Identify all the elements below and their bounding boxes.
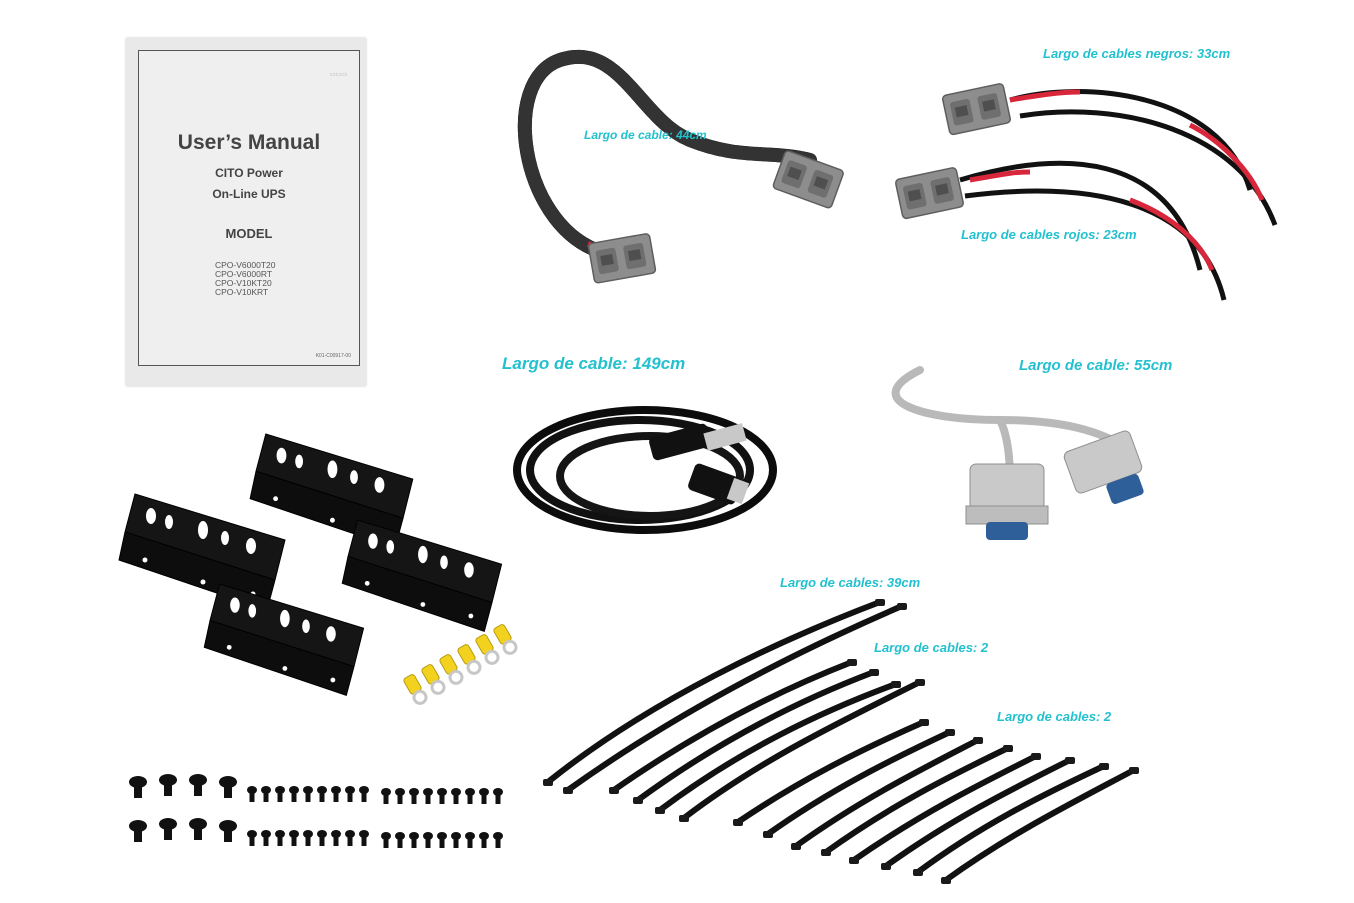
rack-bracket (203, 583, 365, 696)
manual-model: CPO-V10KRT (215, 287, 269, 297)
manual-model: CPO-V6000RT (215, 269, 273, 279)
manual-model: CPO-V10KT20 (215, 278, 272, 288)
label-cables-39: Largo de cables: 39cm (780, 575, 921, 590)
users-manual: ▭▭▭ User’s Manual CITO Power On-Line UPS… (126, 38, 366, 386)
manual-model-heading: MODEL (225, 226, 273, 241)
rack-bracket (118, 493, 286, 611)
label-cables-2a: Largo de cables: 2 (874, 640, 989, 655)
jumper-cables (545, 599, 1137, 883)
label-black-cables: Largo de cables negros: 33cm (1043, 46, 1231, 61)
anderson-connector (894, 166, 965, 220)
manual-cover: ▭▭▭ User’s Manual CITO Power On-Line UPS… (138, 50, 360, 366)
label-red-cables: Largo de cables rojos: 23cm (961, 227, 1137, 242)
manual-model-list: CPO-V6000T20 CPO-V6000RT CPO-V10KT20 CPO… (215, 261, 275, 297)
label-cables-2b: Largo de cables: 2 (997, 709, 1112, 724)
manual-brand: CITO Power (215, 166, 283, 180)
anderson-connector (587, 232, 657, 285)
anderson-connector (771, 149, 846, 210)
label-cable-44: Largo de cable: 44cm (584, 128, 707, 142)
label-serial-cable: Largo de cable: 55cm (1019, 357, 1173, 374)
manual-title: User’s Manual (177, 131, 321, 154)
manual-corner-mark: ▭▭▭ (329, 72, 347, 78)
manual-model: CPO-V6000T20 (215, 260, 276, 270)
anderson-connector (941, 82, 1012, 136)
rack-bracket (341, 519, 503, 632)
screw-set (129, 818, 503, 848)
screw-set (129, 774, 503, 804)
manual-doc-code: K01-C00917-00 (315, 353, 351, 359)
manual-product: On-Line UPS (212, 187, 286, 201)
label-usb-cable: Largo de cable: 149cm (502, 354, 686, 373)
